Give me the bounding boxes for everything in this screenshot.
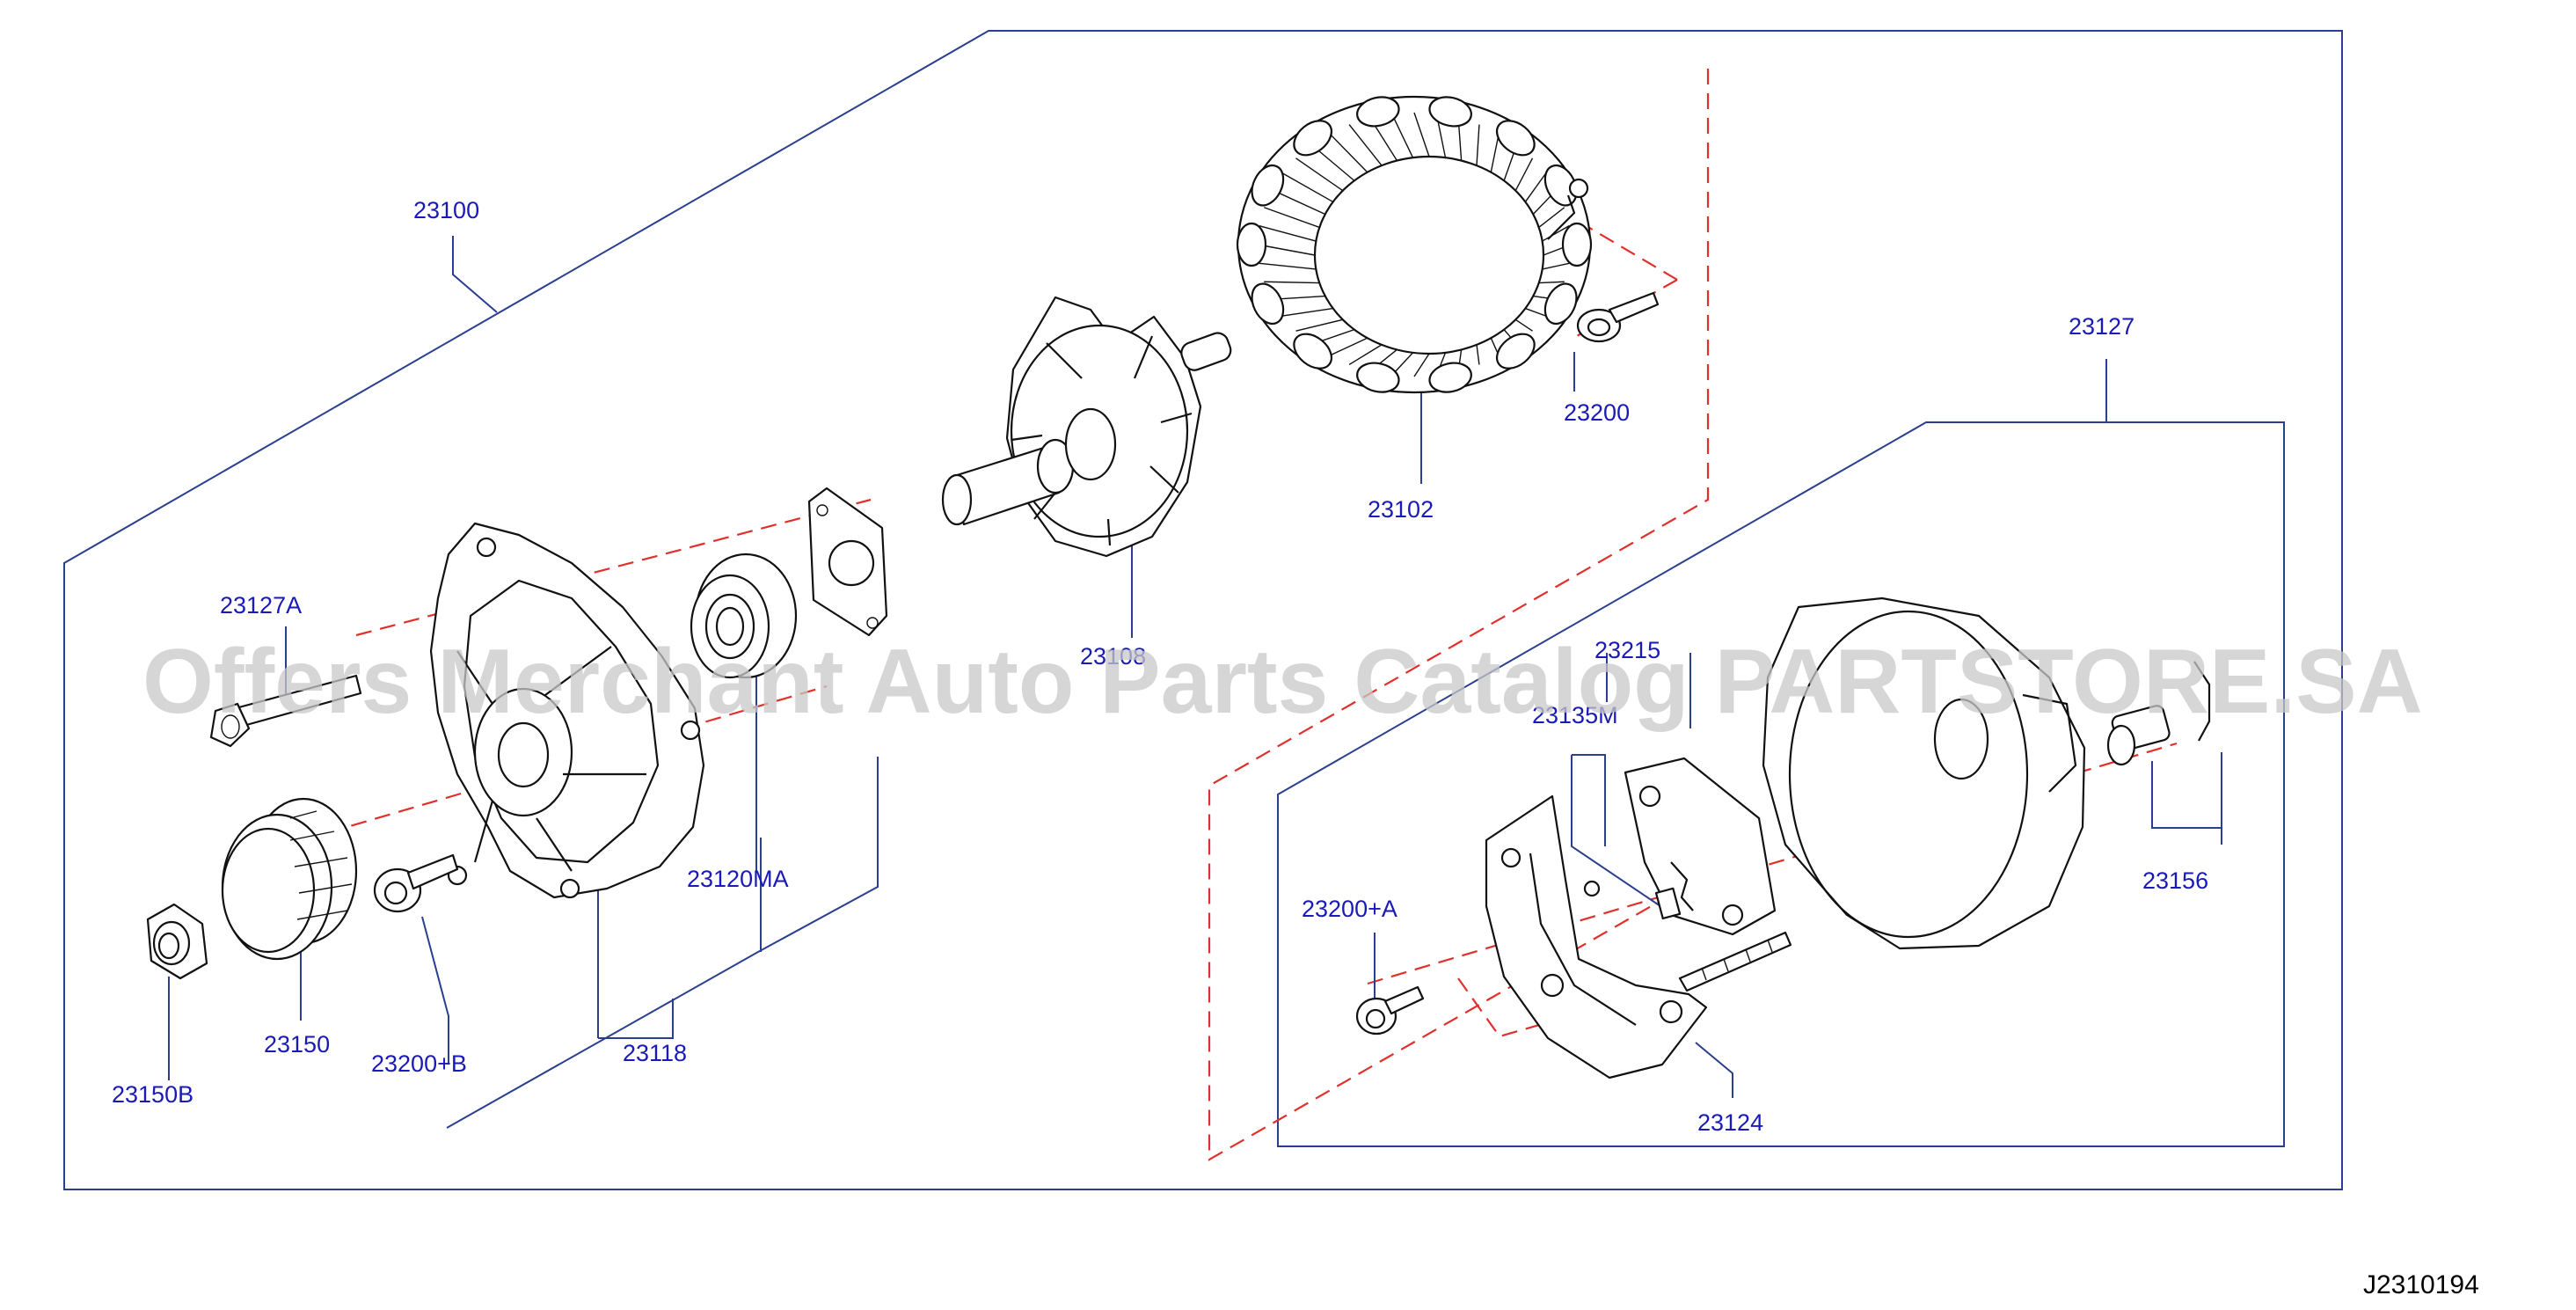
stator-winding-loop [1543,282,1578,326]
stator-winding-loop [1236,222,1267,267]
stator-winding-loop [1293,120,1333,157]
stator-tooth [1525,307,1546,317]
stator-tooth [1348,344,1383,366]
label-23135m: 23135M [1532,702,1618,728]
bearing [690,553,798,679]
stator-winding-loop [1251,282,1285,326]
label-23118: 23118 [623,1040,687,1066]
rear-cover [1762,596,2086,950]
stator-winding-loop [1293,333,1333,370]
stator-tooth [1259,224,1317,242]
stator [1236,95,1593,394]
gasket-plate [807,487,888,637]
label-23108: 23108 [1080,643,1146,670]
label-23156: 23156 [2142,867,2208,894]
stator-tooth [1476,344,1480,365]
watermark: Offers Merchant Auto Parts Catalog PARTS… [142,631,2423,733]
stator-tooth [1476,124,1480,166]
stator-tooth [1329,133,1368,173]
stator-tooth [1348,124,1383,166]
stator-winding-loop [1561,222,1593,267]
stator-tooth [1413,353,1430,377]
stator-tooth [1490,133,1500,172]
stator-tooth [1259,262,1317,270]
through-bolt [209,674,362,748]
label-23200a: 23200+A [1302,896,1397,922]
label-23100: 23100 [413,197,479,223]
rotor [941,296,1232,558]
pulley [221,797,358,961]
stator-tooth [1538,207,1565,228]
stator-tooth [1281,172,1333,203]
label-23150: 23150 [264,1031,330,1058]
stator-winding-loop [1495,333,1536,370]
stator-tooth [1524,172,1547,202]
screw-23200 [1576,291,1660,343]
stator-tooth [1391,113,1414,158]
leader-lines [168,236,2222,1129]
label-23215: 23215 [1594,637,1660,663]
label-23150b: 23150B [112,1081,193,1108]
terminal [2106,661,2211,766]
rear-cover-frame [1277,421,2285,1147]
stator-tooth [1282,307,1333,317]
stator-winding-loop [1495,120,1536,157]
label-23127a: 23127A [220,592,302,618]
stator-tooth [1271,189,1326,216]
stator-tooth [1514,318,1533,332]
stator-tooth [1263,207,1320,229]
stator-winding-loop [1356,96,1400,128]
stator-winding-loop [1428,96,1472,128]
diagram-code: J2310194 [2363,1270,2479,1299]
stator-tooth [1413,112,1430,157]
label-23127: 23127 [2069,313,2135,340]
front-housing [429,522,705,899]
stator-winding-loop [1356,362,1400,393]
stator-tooth [1542,262,1570,270]
label-23200: 23200 [1564,399,1630,426]
stator-winding-loop [1251,164,1285,207]
stator-tooth [1257,244,1316,256]
screw-23200b [373,853,459,913]
label-23200b: 23200+B [371,1050,467,1077]
label-23120ma: 23120MA [687,866,789,892]
label-23124: 23124 [1697,1109,1763,1136]
assembly-frame [63,30,2343,1190]
stator-winding-loop [1428,362,1472,393]
stator-tooth [1295,318,1343,332]
pulley-nut [146,903,208,980]
stator-tooth [1514,157,1534,191]
stator-tooth [1329,337,1368,356]
label-23102: 23102 [1368,496,1434,523]
brush-holder [1624,757,1777,936]
part-labels: 23100 23127 23127A 23150 23150B 23200+B … [112,197,2208,1136]
stator-tooth [1542,225,1570,242]
screw-23200a [1355,985,1425,1036]
rectifier [1485,794,1792,1079]
stator-tooth [1295,157,1344,192]
